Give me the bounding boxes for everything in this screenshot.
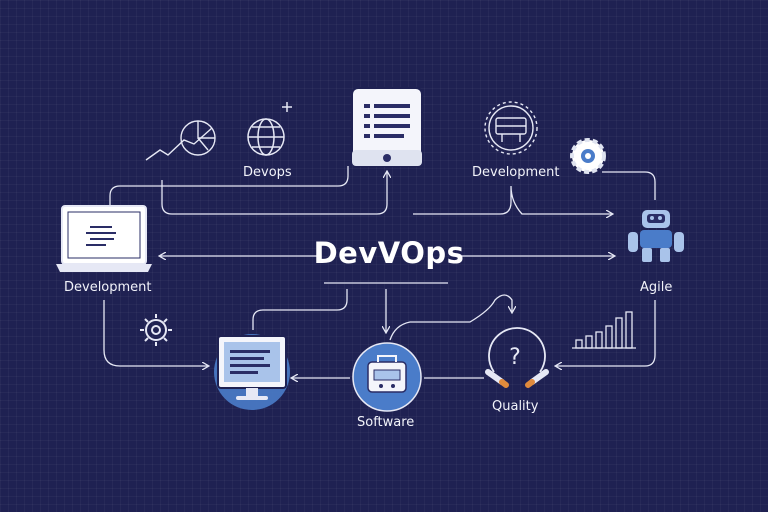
arrow-left-to-monitor	[103, 300, 208, 366]
connector-cog-to-robot	[602, 171, 656, 200]
monitor-icon	[214, 334, 290, 410]
bar-chart-icon	[572, 311, 636, 349]
connectors	[103, 166, 656, 378]
robot-icon	[628, 210, 684, 262]
arrow-agile-to-quality	[556, 300, 656, 366]
label-software: Software	[357, 415, 415, 430]
svg-text:?: ?	[509, 345, 521, 370]
connector-to-tablet	[161, 172, 387, 215]
cog-icon	[140, 314, 172, 346]
label-development-left: Development	[64, 280, 152, 295]
connector-top-right	[413, 185, 612, 214]
small-gear-icon	[570, 138, 606, 174]
line-chart-icon	[145, 120, 216, 161]
toolbox-icon	[352, 342, 422, 412]
laptop-icon	[56, 205, 152, 272]
label-agile: Agile	[640, 280, 673, 295]
gear-machine-icon	[484, 101, 538, 155]
document-tablet-icon	[351, 87, 423, 167]
label-quality: Quality	[492, 399, 539, 414]
label-development-top: Development	[472, 165, 560, 180]
label-devops: Devops	[243, 165, 292, 180]
connector-center-to-monitor	[252, 289, 348, 330]
globe-icon	[247, 102, 292, 156]
connector-quality-loop	[389, 294, 512, 341]
diagram-title: DevVOps	[313, 236, 465, 270]
connector-left-to-center	[109, 166, 349, 206]
question-loop-icon: ?	[485, 327, 549, 388]
